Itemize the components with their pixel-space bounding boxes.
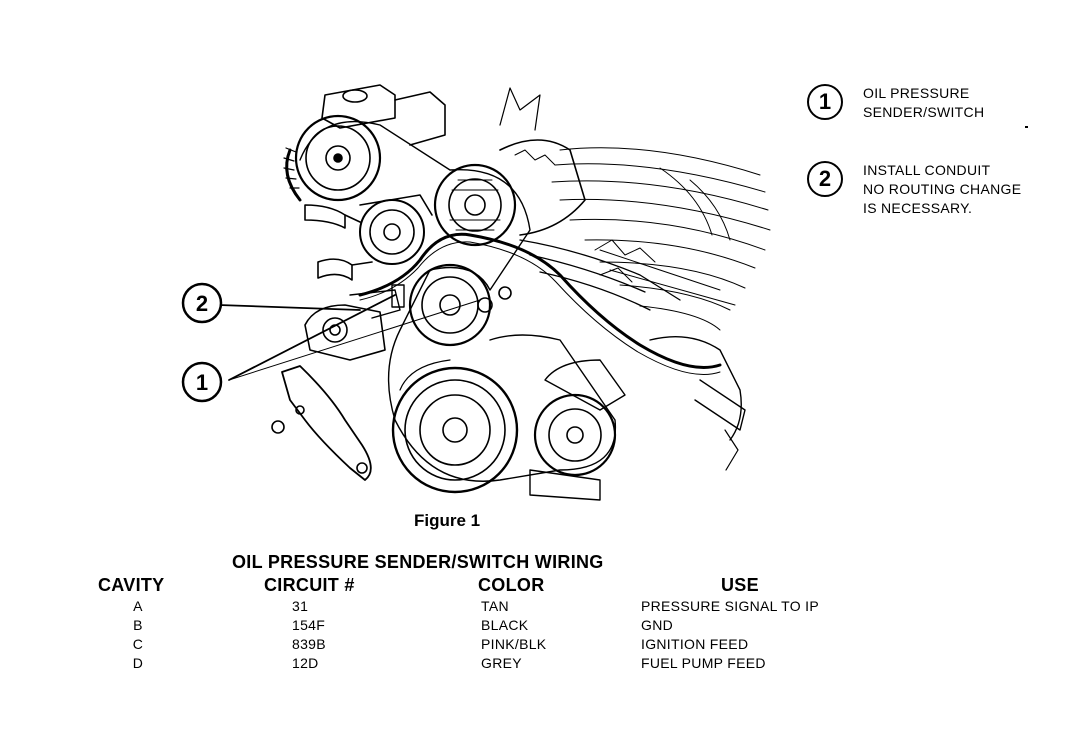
stray-mark [1025,126,1028,128]
legend-text-2: INSTALL CONDUIT NO ROUTING CHANGE IS NEC… [863,161,1021,218]
legend-item-2: 2 INSTALL CONDUIT NO ROUTING CHANGE IS N… [807,161,1021,218]
cell-cavity: D [132,655,144,671]
legend-number-2: 2 [807,161,843,197]
leader-line-1 [228,294,396,381]
leader-line-1b [228,299,481,381]
legend-number-1: 1 [807,84,843,120]
loose-bolt [271,420,285,434]
legend-line: OIL PRESSURE [863,85,970,101]
cell-cavity: B [133,617,143,633]
header-cavity: CAVITY [98,575,165,595]
legend-line: INSTALL CONDUIT [863,162,991,178]
table-row: D 12D GREY FUEL PUMP FEED [0,655,1088,674]
alternator [433,139,586,247]
legend-line: SENDER/SWITCH [863,104,985,120]
cell-use: IGNITION FEED [641,636,749,652]
leader-line-2 [218,304,361,311]
cell-cavity: A [133,598,143,614]
cell-circuit: 839B [292,636,326,652]
cell-circuit: 31 [292,598,309,614]
mounting-bracket [281,365,372,481]
cell-cavity: C [132,636,144,652]
table-row: B 154F BLACK GND [0,617,1088,636]
callout-2: 2 [181,282,223,324]
left-hose-upper [304,204,346,229]
cell-color: TAN [481,598,509,614]
wiring-conduit [358,232,722,369]
header-color: COLOR [478,575,545,595]
callout-2-number: 2 [196,291,208,316]
serpentine-belt [299,120,617,482]
figure-caption: Figure 1 [414,511,481,530]
table-row: C 839B PINK/BLK IGNITION FEED [0,636,1088,655]
cell-use: GND [641,617,674,633]
table-title: OIL PRESSURE SENDER/SWITCH WIRING [232,552,604,572]
cell-color: GREY [481,655,522,671]
cell-circuit: 12D [292,655,319,671]
legend-line: IS NECESSARY. [863,200,973,216]
cell-color: BLACK [481,617,529,633]
cell-circuit: 154F [292,617,326,633]
header-use: USE [721,575,759,595]
legend-line: NO ROUTING CHANGE [863,181,1022,197]
power-steering-pulley [294,114,382,202]
callout-1: 1 [181,361,223,403]
left-hose-lower [317,258,353,281]
crankshaft-pulley [391,359,519,494]
legend-item-1: 1 OIL PRESSURE SENDER/SWITCH [807,84,984,122]
callout-1-number: 1 [196,370,208,395]
engine-block-hatching [551,147,771,331]
ac-compressor [359,194,433,265]
cell-color: PINK/BLK [481,636,547,652]
cell-use: PRESSURE SIGNAL TO IP [641,598,819,614]
intake-tubes [519,239,681,311]
table-row: A 31 TAN PRESSURE SIGNAL TO IP [0,598,1088,617]
cell-use: FUEL PUMP FEED [641,655,766,671]
header-circuit: CIRCUIT # [264,575,355,595]
tensioner-pulley [533,393,617,477]
legend-text-1: OIL PRESSURE SENDER/SWITCH [863,84,984,122]
